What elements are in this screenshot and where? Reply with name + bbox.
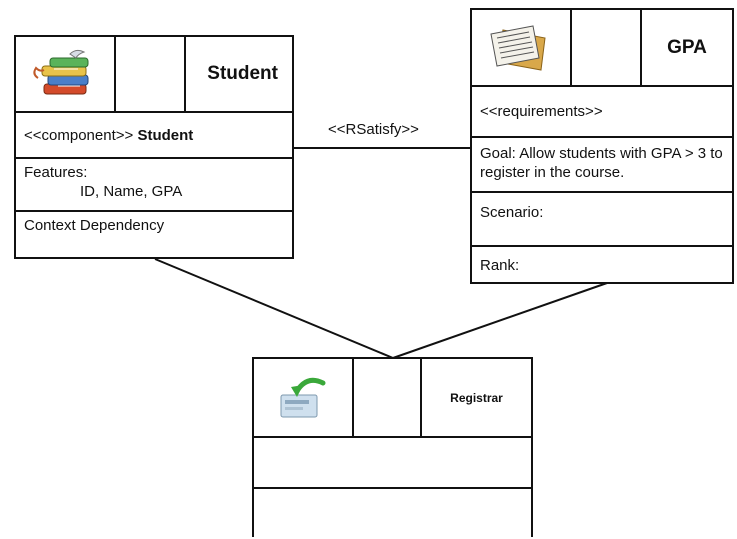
registrar-header: Registrar: [254, 359, 531, 438]
student-component-row: <<component>> Student: [16, 113, 292, 159]
features-values: ID, Name, GPA: [80, 183, 183, 200]
features-label: Features:: [24, 164, 88, 181]
scenario-label: Scenario:: [480, 204, 544, 221]
student-context-row: Context Dependency: [16, 212, 292, 257]
books-icon: [33, 49, 89, 95]
gpa-empty-cell: [572, 10, 642, 85]
gpa-scenario-row: Scenario:: [472, 193, 732, 247]
registrar-title: Registrar: [450, 390, 503, 405]
gpa-title: GPA: [667, 36, 707, 58]
gpa-registrar-line: [392, 282, 608, 359]
student-icon-cell: [16, 37, 116, 111]
registrar-icon-cell: [254, 359, 354, 436]
student-header: Student: [16, 37, 292, 113]
registrar-empty-cell: [354, 359, 422, 436]
student-class-box[interactable]: Student <<component>> Student Features: …: [14, 35, 294, 259]
component-stereotype: <<component>>: [24, 126, 138, 144]
gpa-header: GPA: [472, 10, 732, 87]
document-icon: [490, 24, 546, 71]
registrar-attributes-row: [254, 438, 531, 489]
component-name: Student: [137, 126, 194, 144]
gpa-icon-cell: [472, 10, 572, 85]
rank-label: Rank:: [480, 257, 520, 274]
rsatisfy-label: <<RSatisfy>>: [328, 121, 419, 138]
student-registrar-line: [154, 258, 394, 359]
registrar-class-box[interactable]: Registrar: [252, 357, 533, 537]
student-features-row: Features: ID, Name, GPA: [16, 159, 292, 212]
requirements-stereotype: <<requirements>>: [480, 103, 603, 120]
registrar-operations-row: [254, 489, 531, 539]
student-empty-cell: [116, 37, 186, 111]
connector-lines: [154, 147, 608, 359]
goal-text: Goal: Allow students with GPA > 3 to reg…: [480, 145, 723, 181]
gpa-stereotype-row: <<requirements>>: [472, 87, 732, 138]
student-title: Student: [207, 63, 278, 84]
gpa-requirement-box[interactable]: GPA <<requirements>> Goal: Allow student…: [470, 8, 734, 284]
gpa-rank-row: Rank:: [472, 247, 732, 282]
gpa-goal-row: Goal: Allow students with GPA > 3 to reg…: [472, 138, 732, 193]
register-icon: [280, 377, 326, 417]
context-dependency-text: Context Dependency: [24, 217, 165, 234]
